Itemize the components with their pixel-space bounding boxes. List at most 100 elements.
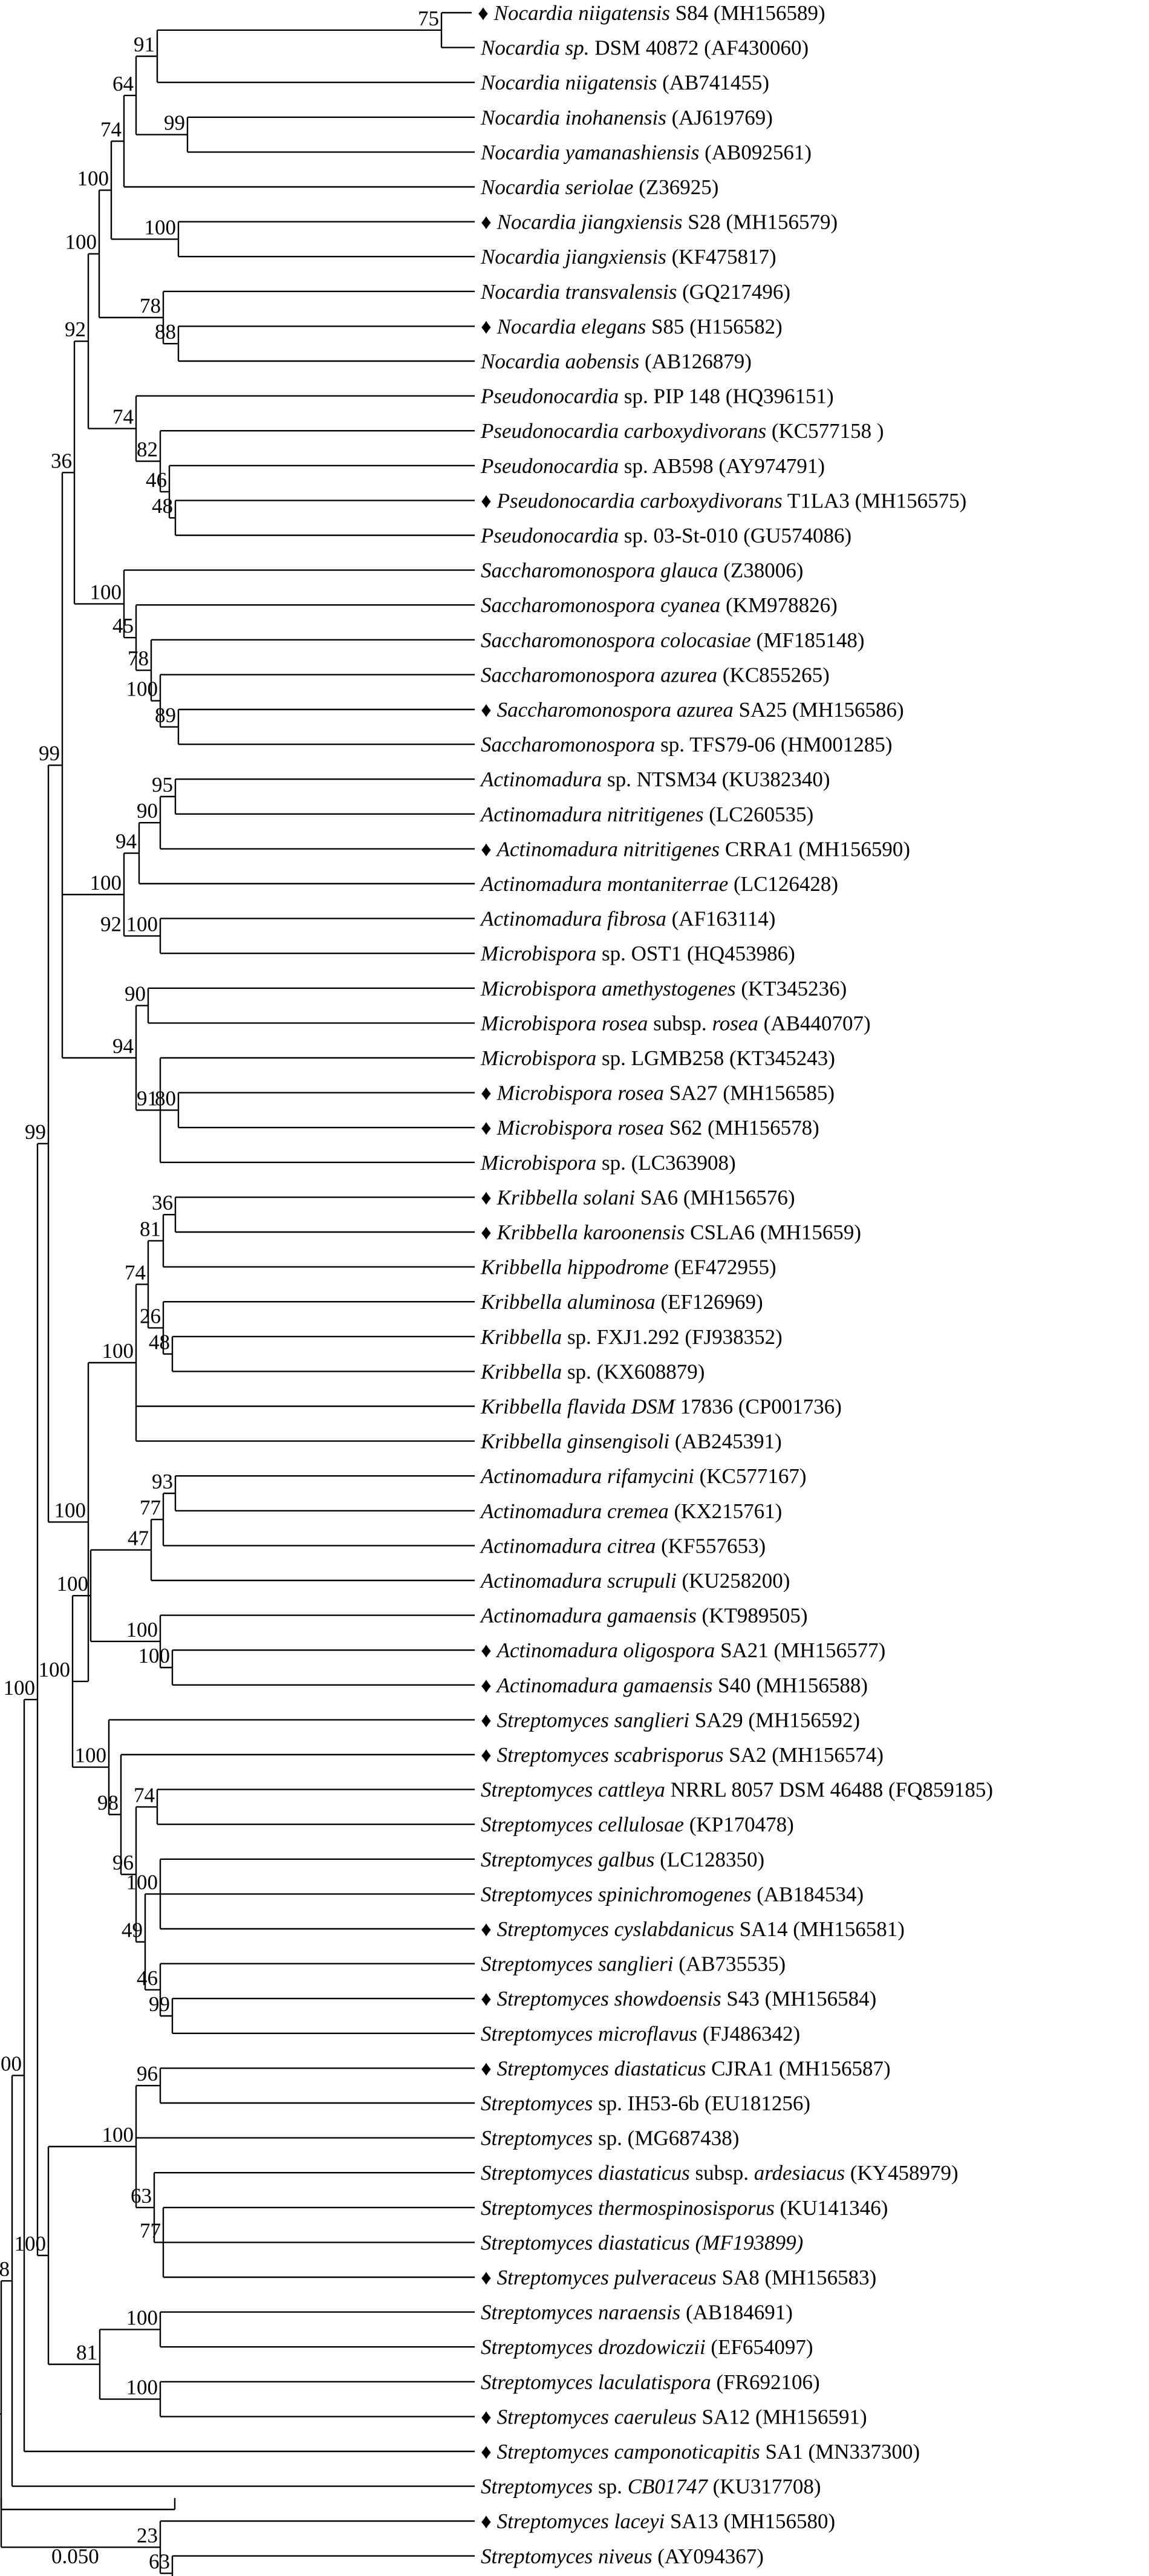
taxon-name: Nocardia sp. (480, 36, 590, 60)
taxon-name: Streptomyces (481, 2475, 593, 2499)
taxon-label: Streptomyces sanglieri (AB735535) (481, 1952, 786, 1976)
taxon-accession: (LC260535) (703, 803, 813, 826)
taxon-accession: (KU258200) (677, 1569, 790, 1593)
bootstrap-value: 100 (126, 1618, 158, 1642)
taxon-label: Actinomadura fibrosa (AF163114) (480, 907, 775, 931)
taxon-name: CB01747 (628, 2475, 709, 2499)
taxon-label: Microbispora sp. OST1 (HQ453986) (480, 942, 795, 965)
bootstrap-value: 81 (76, 2341, 97, 2364)
taxon-accession: (KX215761) (669, 1499, 783, 1523)
taxon-name: Actinomadura fibrosa (480, 907, 666, 931)
taxon-label: Kribbella hippodrome (EF472955) (480, 1256, 776, 1279)
isolate-marker-icon: ♦ (478, 1, 494, 25)
bootstrap-value: 81 (140, 1217, 161, 1241)
taxon-label: Kribbella ginsengisoli (AB245391) (480, 1430, 782, 1453)
taxon-label: ♦ Nocardia jiangxiensis S28 (MH156579) (481, 210, 838, 234)
taxon-accession: (AJ619769) (666, 106, 773, 129)
isolate-marker-icon: ♦ (481, 489, 497, 512)
isolate-marker-icon: ♦ (481, 698, 497, 722)
taxon-label: Streptomyces cellulosae (KP170478) (481, 1813, 794, 1836)
taxon-accession: sp. (MG687438) (593, 2127, 739, 2150)
taxon-label: Kribbella aluminosa (EF126969) (480, 1290, 763, 1314)
taxon-name: Streptomyces laceyi (497, 2509, 665, 2533)
taxon-name: Kribbella karoonensis (496, 1221, 685, 1244)
taxon-accession: (AB735535) (674, 1952, 786, 1976)
taxon-accession: (EF126969) (656, 1290, 763, 1314)
taxon-label: Streptomyces niveus (AY094367) (481, 2545, 764, 2568)
bootstrap-value: 94 (112, 1034, 134, 1058)
taxon-accession: S28 (MH156579) (683, 210, 838, 234)
taxon-name: Kribbella ginsengisoli (480, 1430, 669, 1453)
taxon-accession: sp. PIP 148 (HQ396151) (619, 385, 834, 408)
taxon-accession: (AF163114) (666, 907, 776, 931)
taxon-accession: 17836 (CP001736) (675, 1395, 842, 1418)
bootstrap-value: 92 (100, 912, 122, 936)
taxon-accession: (FR692106) (711, 2370, 820, 2394)
taxon-accession: SA21 (MH156577) (715, 1639, 885, 1662)
isolate-marker-icon: ♦ (481, 2266, 497, 2289)
isolate-marker-icon: ♦ (481, 1987, 497, 2010)
bootstrap-value: 100 (126, 912, 158, 936)
taxon-name: Kribbella hippodrome (480, 1256, 669, 1279)
taxon-accession: SA14 (MH156581) (734, 1917, 905, 1941)
bootstrap-value: 100 (75, 1744, 107, 1767)
taxon-name: Nocardia inohanensis (480, 106, 666, 129)
taxon-accession: (FJ486342) (697, 2022, 800, 2046)
bootstrap-value: 36 (51, 449, 72, 472)
taxon-label: ♦ Streptomyces showdoensis S43 (MH156584… (481, 1987, 876, 2010)
taxon-label: Saccharomonospora colocasiae (MF185148) (481, 628, 865, 652)
taxon-label: Saccharomonospora sp. TFS79-06 (HM001285… (481, 733, 893, 757)
taxon-accession: sp. AB598 (AY974791) (619, 454, 825, 478)
bootstrap-value: 48 (152, 494, 173, 518)
taxon-name: Streptomyces cellulosae (481, 1813, 684, 1836)
taxon-label: Streptomyces microflavus (FJ486342) (481, 2022, 800, 2046)
taxon-accession: (KT989505) (697, 1604, 808, 1628)
taxon-accession: sp. 03-St-010 (GU574086) (619, 524, 851, 547)
taxon-accession: sp. TFS79-06 (HM001285) (655, 733, 892, 757)
taxon-name: Streptomyces showdoensis (497, 1987, 721, 2010)
bootstrap-value: 74 (112, 405, 134, 429)
taxon-label: Streptomyces sp. (MG687438) (481, 2127, 739, 2150)
taxon-name: Streptomyces (481, 2092, 593, 2115)
taxon-accession: (KT345236) (736, 977, 847, 1000)
taxon-label: Streptomyces sp. CB01747 (KU317708) (481, 2475, 821, 2499)
isolate-marker-icon: ♦ (481, 1081, 497, 1105)
taxon-label: ♦ Pseudonocardia carboxydivorans T1LA3 (… (481, 489, 966, 512)
taxon-label: Saccharomonospora glauca (Z38006) (481, 559, 803, 582)
taxon-label: Actinomadura citrea (KF557653) (480, 1534, 766, 1557)
bootstrap-value: 100 (126, 2306, 158, 2329)
taxon-accession: sp. (LC363908) (596, 1151, 735, 1175)
taxon-label: Nocardia aobensis (AB126879) (480, 350, 752, 373)
taxon-name: Actinomadura gamaensis (496, 1674, 713, 1697)
taxon-name: Streptomyces diastaticus (481, 2161, 690, 2185)
bootstrap-value: 100 (102, 1339, 134, 1363)
taxon-accession: SA25 (MH156586) (734, 698, 904, 722)
bootstrap-value: 46 (137, 1966, 158, 1990)
bootstrap-value: 36 (152, 1191, 173, 1215)
bootstrap-value: 78 (140, 294, 161, 318)
isolate-marker-icon: ♦ (481, 1917, 497, 1941)
bootstrap-value: 96 (112, 1851, 134, 1874)
bootstrap-value: 100 (54, 1498, 86, 1522)
bootstrap-value: 46 (146, 468, 167, 492)
taxon-label: Actinomadura scrupuli (KU258200) (480, 1569, 790, 1593)
taxon-accession: (KM978826) (720, 593, 837, 617)
bootstrap-value: 96 (137, 2062, 158, 2085)
taxon-name: Nocardia aobensis (480, 350, 639, 373)
taxon-label: ♦ Streptomyces caeruleus SA12 (MH156591) (481, 2405, 867, 2428)
bootstrap-value: 82 (137, 438, 158, 461)
taxon-label: ♦ Actinomadura oligospora SA21 (MH156577… (481, 1639, 885, 1662)
taxon-name: Microbispora (480, 1046, 596, 1070)
taxon-label: Microbispora amethystogenes (KT345236) (480, 977, 847, 1000)
taxon-label: ♦ Kribbella karoonensis CSLA6 (MH15659) (481, 1221, 861, 1244)
bootstrap-value: 94 (116, 830, 137, 853)
bootstrap-value: 90 (125, 982, 146, 1006)
bootstrap-value: 99 (39, 742, 60, 765)
bootstrap-value: 74 (134, 1783, 155, 1807)
taxon-label: ♦ Streptomyces cyslabdanicus SA14 (MH156… (481, 1917, 905, 1941)
taxon-name: Actinomadura cremea (480, 1499, 669, 1523)
taxon-accession: sp. OST1 (HQ453986) (596, 942, 795, 965)
taxon-label: ♦ Nocardia elegans S85 (H156582) (481, 315, 783, 338)
taxon-label: Pseudonocardia carboxydivorans (KC577158… (480, 419, 884, 443)
taxon-accession: S43 (MH156584) (721, 1987, 877, 2010)
